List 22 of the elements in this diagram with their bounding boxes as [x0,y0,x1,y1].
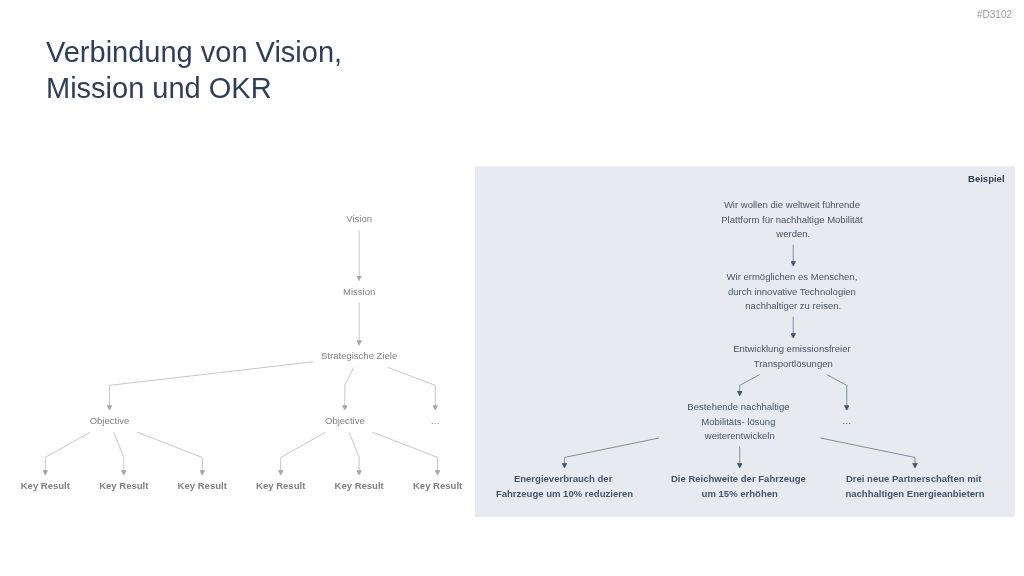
slide-code: #D3102 [976,8,1012,21]
node-text: Energieverbrauch der Fahrzeuge um 10% reduzieren [495,473,634,499]
node-text: Drei neue Partnerschaften mit nachhaltigen Energieanbietern [845,473,985,499]
node-text: Key Result [177,480,227,492]
node-text: Die Reichweite der Fahrzeuge um 15% erhöhen [670,473,806,499]
node-text: … [841,415,852,427]
node-text: Key Result [256,480,306,492]
node-text: Mission [342,285,376,297]
node-text: … [430,415,440,427]
node-text: Key Result [334,480,384,492]
node-text: Key Result [412,480,463,492]
title: Verbindung von Vision, Mission und OKR [46,35,344,106]
node-text: Wir ermöglichen es Menschen, durch innovative Technologien nachhaltiger zu reisen. [726,271,858,312]
node-text: Objective [89,415,130,427]
node-text: Strategische Ziele [321,350,398,362]
node-text: Vision [346,213,373,225]
node-text: Objective [325,415,365,427]
node-text: Wir wollen die weltweit führende Plattform für nachhaltige Mobilität werden. [721,199,863,239]
node-text: Key Result [20,480,70,492]
node-text: Entwicklung emissionsfreier Transportlösungen [733,343,851,369]
node-text: Key Result [99,480,149,492]
node-text: Bestehende nachhaltige Mobilitäts- lösung weiterentwickeln [687,401,790,441]
